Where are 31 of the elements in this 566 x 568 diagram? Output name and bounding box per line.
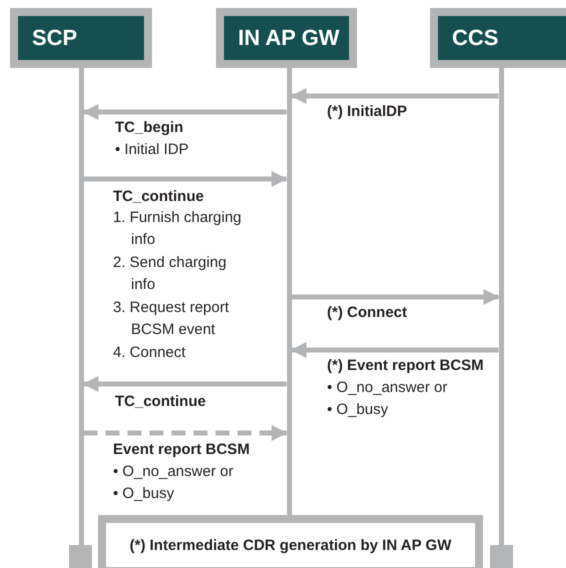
bullet-item: • O_no_answer or: [327, 378, 448, 398]
note-box: [98, 515, 483, 568]
message-arrow: [84, 425, 288, 441]
note-text: (*) Intermediate CDR generation by IN AP GW: [130, 536, 452, 554]
message-label: Event report BCSM: [113, 441, 250, 459]
list-item: 4. Connect: [113, 343, 187, 363]
message-label: TC_begin: [115, 119, 184, 137]
actor-label: CCS: [452, 25, 498, 51]
actor-box: [430, 8, 566, 68]
message-arrow: [82, 376, 286, 392]
message-label: TC_continue: [113, 188, 204, 206]
message-arrow: [82, 104, 286, 120]
list-item: 3. Request report BCSM event: [113, 298, 230, 340]
actor-box: [216, 8, 357, 68]
message-arrow: [84, 171, 288, 187]
actor-label: IN AP GW: [238, 25, 340, 51]
message-label: (*) InitialDP: [327, 103, 408, 121]
message-arrow: [290, 88, 498, 104]
message-arrow: [292, 289, 500, 305]
message-arrow: [290, 342, 498, 358]
bullet-item: • O_busy: [113, 484, 174, 504]
bullet-item: • Initial IDP: [115, 140, 189, 160]
actor-label: SCP: [32, 25, 78, 51]
message-label: (*) Connect: [327, 304, 407, 322]
message-label: (*) Event report BCSM: [327, 357, 484, 375]
message-label: TC_continue: [115, 393, 206, 411]
list-item: 2. Send charging info: [113, 253, 228, 295]
actor-box: [10, 8, 152, 68]
bullet-item: • O_busy: [327, 400, 388, 420]
list-item: 1. Furnish charging info: [113, 208, 242, 250]
bullet-item: • O_no_answer or: [113, 462, 234, 482]
